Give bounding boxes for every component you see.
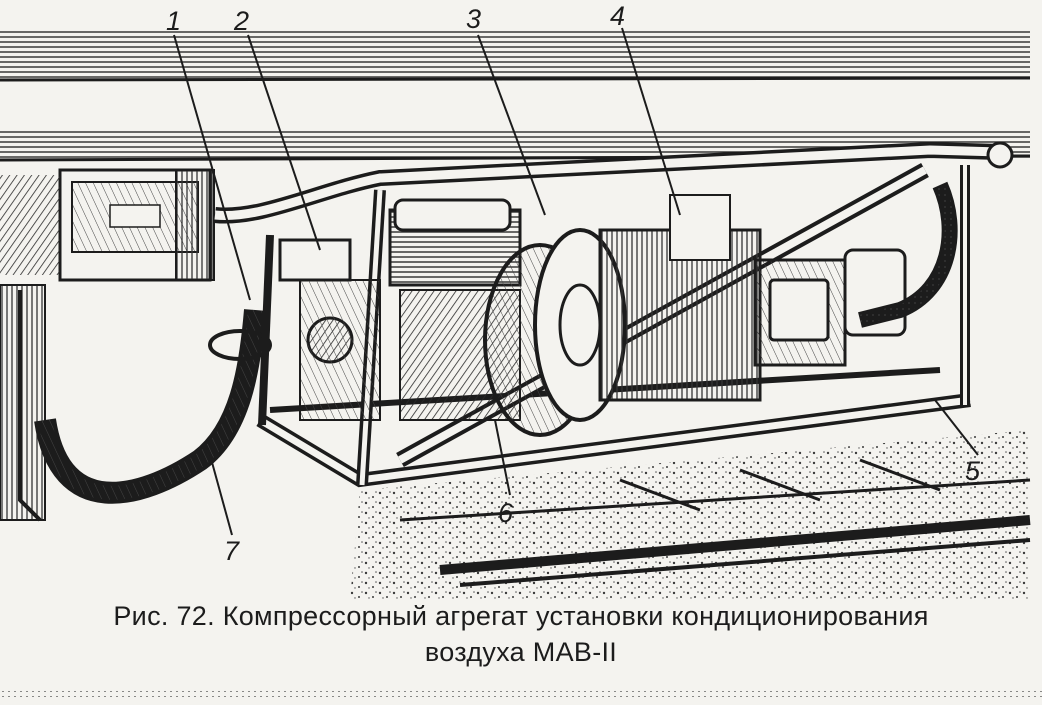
callout-2: 2	[233, 6, 249, 36]
callout-3: 3	[466, 4, 481, 34]
callout-6: 6	[498, 498, 514, 528]
figure-caption: Рис. 72. Компрессорный агрегат установки…	[0, 598, 1042, 670]
callout-4: 4	[610, 1, 625, 31]
print-noise	[0, 691, 1042, 697]
power-cable	[34, 309, 272, 504]
track-bed	[350, 430, 1031, 600]
callout-7: 7	[224, 536, 240, 566]
callout-5: 5	[965, 456, 981, 486]
compressor-unit-illustration: 1 2 3 4 5 6 7	[0, 1, 1031, 600]
caption-line-2: воздуха МАВ-II	[424, 637, 618, 667]
leader-lines	[173, 27, 979, 536]
flexible-hose	[858, 181, 958, 328]
car-body	[0, 30, 1031, 162]
left-equipment-box	[0, 168, 215, 522]
valve-assembly	[278, 238, 381, 421]
electric-motor	[598, 194, 907, 402]
callout-1: 1	[166, 6, 181, 36]
caption-line-1: Рис. 72. Компрессорный агрегат установки…	[113, 601, 929, 631]
